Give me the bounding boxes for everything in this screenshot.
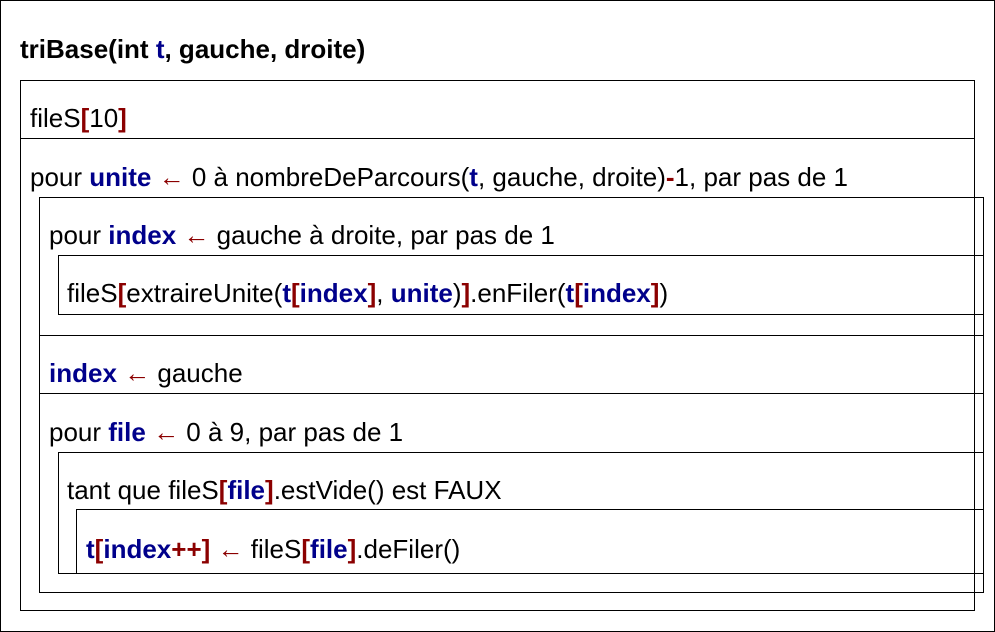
token (151, 162, 158, 192)
operator: ++ (171, 534, 202, 564)
sig-name: triBase(int (20, 34, 156, 64)
variable: index (49, 358, 117, 388)
variable: index (299, 278, 368, 308)
variable: index (108, 220, 177, 250)
assign-arrow-icon: ← (183, 220, 210, 250)
token: fileS (67, 278, 118, 308)
outer-loop-body (39, 197, 984, 593)
token: ) (452, 278, 462, 308)
assign-arrow-icon: ← (153, 417, 180, 447)
bracket: [ (290, 278, 300, 308)
bracket: [ (574, 278, 583, 308)
token: ) (659, 278, 669, 308)
bracket: [ (94, 534, 104, 564)
while-line: tant que fileS[file].estVide() est FAUX (67, 475, 502, 505)
token: 0 à 9, par pas de 1 (179, 417, 404, 447)
variable: index (103, 534, 172, 564)
variable: t (469, 162, 478, 192)
variable: file (108, 417, 146, 447)
outer-for-line: pour unite ← 0 à nombreDeParcours(t, gau… (30, 162, 848, 192)
assign-arrow-icon: ← (124, 358, 151, 388)
token: pour (30, 162, 90, 192)
function-signature: triBase(int t, gauche, droite) (20, 34, 365, 64)
bracket: ] (347, 534, 357, 564)
variable: unite (390, 278, 453, 308)
bracket: ] (265, 475, 274, 505)
bracket: [ (301, 534, 311, 564)
declaration-line: fileS[10] (30, 103, 127, 133)
token: , (376, 278, 391, 308)
inner-for-line: pour index ← gauche à droite, par pas de… (49, 220, 555, 250)
dequeue-line: t[index++] ← fileS[file].deFiler() (86, 534, 460, 564)
token: .enFiler( (470, 278, 566, 308)
divider-before-file-loop (39, 393, 984, 394)
variable: unite (89, 162, 152, 192)
variable: file (310, 534, 348, 564)
body-frame (20, 80, 975, 611)
token: fileS (30, 103, 81, 133)
token: .deFiler() (356, 534, 461, 564)
variable: file (227, 475, 266, 505)
token (210, 534, 217, 564)
bracket: ] (118, 103, 127, 133)
token: pour (49, 220, 109, 250)
bracket: ] (461, 278, 471, 308)
enqueue-line: fileS[extraireUnite(t[index], unite)].en… (67, 278, 668, 308)
assign-arrow-icon: ← (158, 162, 185, 192)
bracket: ] (201, 534, 211, 564)
bracket: [ (117, 278, 127, 308)
divider-before-index (39, 335, 984, 336)
bracket: [ (80, 103, 90, 133)
sig-param-t: t (155, 34, 165, 64)
token: 1, par pas de 1 (674, 162, 848, 192)
variable: t (86, 534, 95, 564)
token: .estVide() est FAUX (273, 475, 502, 505)
operator: - (665, 162, 675, 192)
variable: t (282, 278, 291, 308)
file-for-line: pour file ← 0 à 9, par pas de 1 (49, 417, 403, 447)
assign-arrow-icon: ← (217, 534, 244, 564)
token: pour (49, 417, 109, 447)
token (146, 417, 153, 447)
bracket: [ (218, 475, 228, 505)
token: tant que fileS (67, 475, 219, 505)
index-assign-line: index ← gauche (49, 358, 243, 388)
token: fileS (243, 534, 302, 564)
bracket: ] (650, 278, 660, 308)
token: extraireUnite( (126, 278, 283, 308)
inner-loop-body (58, 255, 984, 315)
sig-rest: , gauche, droite) (164, 34, 366, 64)
token: gauche (150, 358, 243, 388)
token: gauche à droite, par pas de 1 (209, 220, 555, 250)
divider-decl (20, 138, 975, 139)
token: , gauche, droite) (477, 162, 666, 192)
bracket: ] (367, 278, 377, 308)
variable: index (582, 278, 651, 308)
while-loop-body (76, 509, 984, 574)
variable: t (565, 278, 575, 308)
token: 0 à nombreDeParcours( (184, 162, 470, 192)
token: 10 (89, 103, 119, 133)
